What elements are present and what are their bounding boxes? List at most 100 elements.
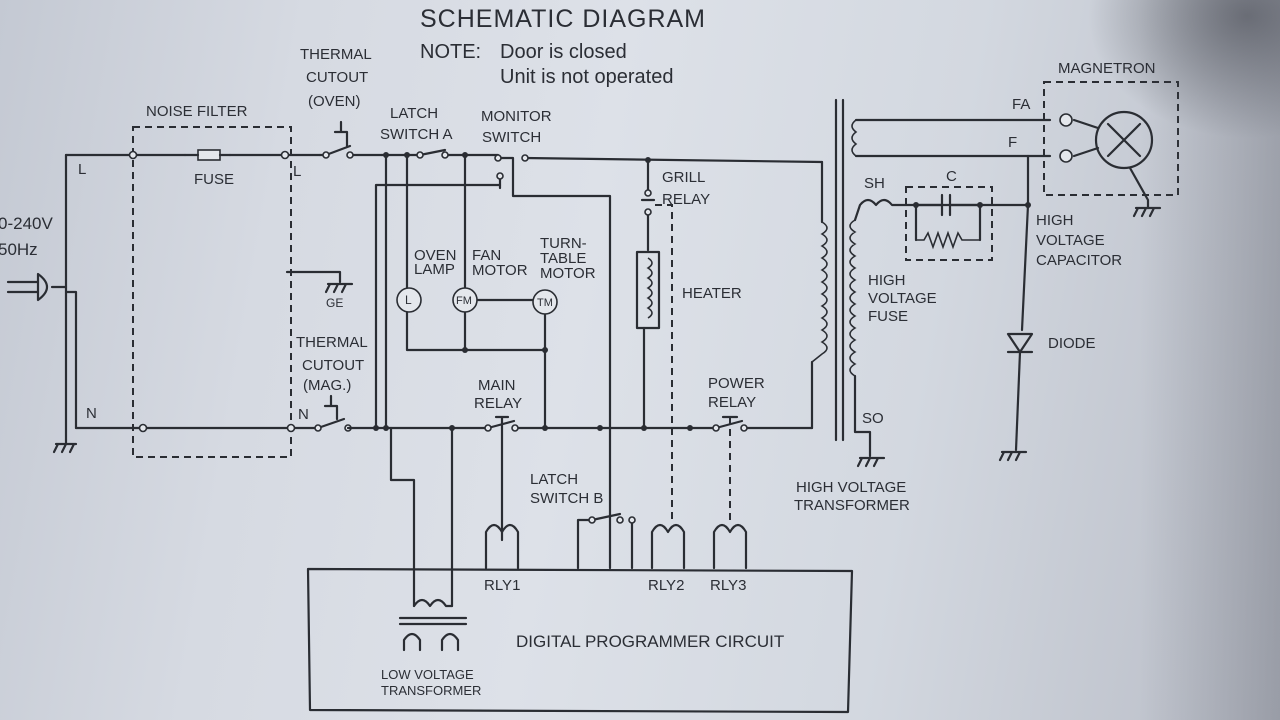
diode-icon	[1006, 332, 1034, 452]
tc-mag-line2: CUTOUT	[302, 357, 364, 374]
rly2-label: RLY2	[648, 577, 684, 594]
digital-programmer-box	[306, 567, 854, 714]
sh-label: SH	[864, 175, 885, 192]
main-relay-line1: MAIN	[478, 377, 516, 394]
grill-relay	[640, 158, 673, 520]
latch-b-line2: SWITCH B	[530, 490, 603, 507]
hv-fuse-icon	[853, 198, 1030, 222]
rly2-coil	[650, 523, 686, 570]
fan-symbol: FM	[456, 295, 472, 307]
hv-transformer-primary	[811, 221, 828, 363]
grill-relay-line2: RELAY	[662, 191, 710, 208]
c-label: C	[946, 168, 957, 185]
noise-filter-box	[132, 126, 292, 458]
supply-wires	[64, 153, 78, 442]
supply-frequency: 50Hz	[0, 240, 38, 259]
hv-cap-line3: CAPACITOR	[1036, 252, 1122, 269]
heater-label: HEATER	[682, 285, 742, 302]
heater-icon	[635, 250, 661, 330]
hv-fuse-line2: VOLTAGE	[868, 290, 937, 307]
magnetron-label: MAGNETRON	[1058, 60, 1156, 77]
filter-neutral-out: N	[298, 406, 309, 423]
monitor-line1: MONITOR	[481, 108, 552, 125]
ground-icon-diode	[998, 450, 1028, 462]
ground-icon-ge	[324, 282, 354, 294]
fan-motor-icon	[452, 287, 478, 313]
latch-a-line1: LATCH	[390, 105, 438, 122]
so-label: SO	[862, 410, 884, 427]
ground-icon	[52, 438, 78, 454]
latch-b-line1: LATCH	[530, 471, 578, 488]
grill-relay-line1: GRILL	[662, 169, 705, 186]
hv-cap-line1: HIGH	[1036, 212, 1074, 229]
hv-transformer-filament-winding	[851, 118, 1052, 158]
main-relay-line2: RELAY	[474, 395, 522, 412]
monitor-line2: SWITCH	[482, 129, 541, 146]
latch-switch-b	[576, 512, 636, 570]
diode-label: DIODE	[1048, 335, 1096, 352]
rly1-coil	[484, 523, 520, 570]
hvt-line2: TRANSFORMER	[794, 497, 910, 514]
oven-lamp-line1: OVEN	[414, 247, 457, 264]
turntable-line2: TABLE	[540, 250, 586, 267]
note-line-2: Unit is not operated	[500, 66, 673, 88]
tc-mag-line1: THERMAL	[296, 334, 368, 351]
hv-fuse-line3: FUSE	[868, 308, 908, 325]
capacitor-box	[905, 186, 993, 261]
ground-icon-hvt	[856, 456, 886, 468]
rly1-label: RLY1	[484, 577, 520, 594]
fuse-label: FUSE	[194, 171, 234, 188]
tc-oven-line1: THERMAL	[300, 46, 372, 63]
ground-icon-mag	[1132, 206, 1162, 218]
latch-a-line2: SWITCH A	[380, 126, 453, 143]
ge-label: GE	[326, 296, 343, 310]
turntable-line1: TURN-	[540, 235, 587, 252]
low-voltage-transformer-icon	[398, 598, 468, 652]
supply-line-label: L	[78, 161, 86, 178]
dpc-label: DIGITAL PROGRAMMER CIRCUIT	[516, 632, 784, 651]
oven-lamp-icon	[396, 287, 422, 313]
supply-voltage: 0-240V	[0, 214, 53, 233]
f-label: F	[1008, 134, 1017, 151]
filter-line-out: L	[293, 163, 301, 180]
oven-lamp-line2: LAMP	[414, 261, 455, 278]
hv-cap-line2: VOLTAGE	[1036, 232, 1105, 249]
lvt-line2: TRANSFORMER	[381, 683, 481, 698]
turntable-motor-icon	[532, 289, 558, 315]
rly3-coil	[712, 523, 748, 570]
hv-capacitor-icon	[914, 193, 982, 250]
turntable-line3: MOTOR	[540, 265, 596, 282]
hv-transformer-core	[834, 98, 845, 442]
power-relay-line2: RELAY	[708, 394, 756, 411]
magnetron-icon	[1059, 110, 1154, 210]
note-label: NOTE:	[420, 41, 481, 63]
supply-neutral-label: N	[86, 405, 97, 422]
fuse-icon	[197, 149, 221, 161]
rly3-label: RLY3	[710, 577, 746, 594]
thermal-cutout-oven-switch	[318, 120, 384, 159]
hv-transformer-secondary	[849, 219, 872, 458]
tc-mag-line3: (MAG.)	[303, 377, 351, 394]
tc-oven-line3: (OVEN)	[308, 93, 361, 110]
thermal-cutout-mag-switch	[314, 394, 352, 432]
tc-oven-line2: CUTOUT	[306, 69, 368, 86]
power-relay-contacts	[712, 415, 748, 520]
note-line-1: Door is closed	[500, 41, 627, 63]
lvt-line1: LOW VOLTAGE	[381, 667, 474, 682]
fan-motor-line2: MOTOR	[472, 262, 528, 279]
plug-icon	[6, 272, 68, 302]
magnetron-box	[1043, 81, 1179, 196]
lamp-symbol: L	[405, 293, 412, 307]
turntable-symbol: TM	[537, 297, 553, 309]
hvt-line1: HIGH VOLTAGE	[796, 479, 906, 496]
fa-label: FA	[1012, 96, 1030, 113]
fan-motor-line1: FAN	[472, 247, 501, 264]
noise-filter-label: NOISE FILTER	[146, 103, 248, 120]
power-relay-line1: POWER	[708, 375, 765, 392]
diagram-title: SCHEMATIC DIAGRAM	[420, 5, 706, 33]
latch-switch-a	[416, 148, 449, 159]
hv-fuse-line1: HIGH	[868, 272, 906, 289]
monitor-switch	[494, 154, 612, 570]
